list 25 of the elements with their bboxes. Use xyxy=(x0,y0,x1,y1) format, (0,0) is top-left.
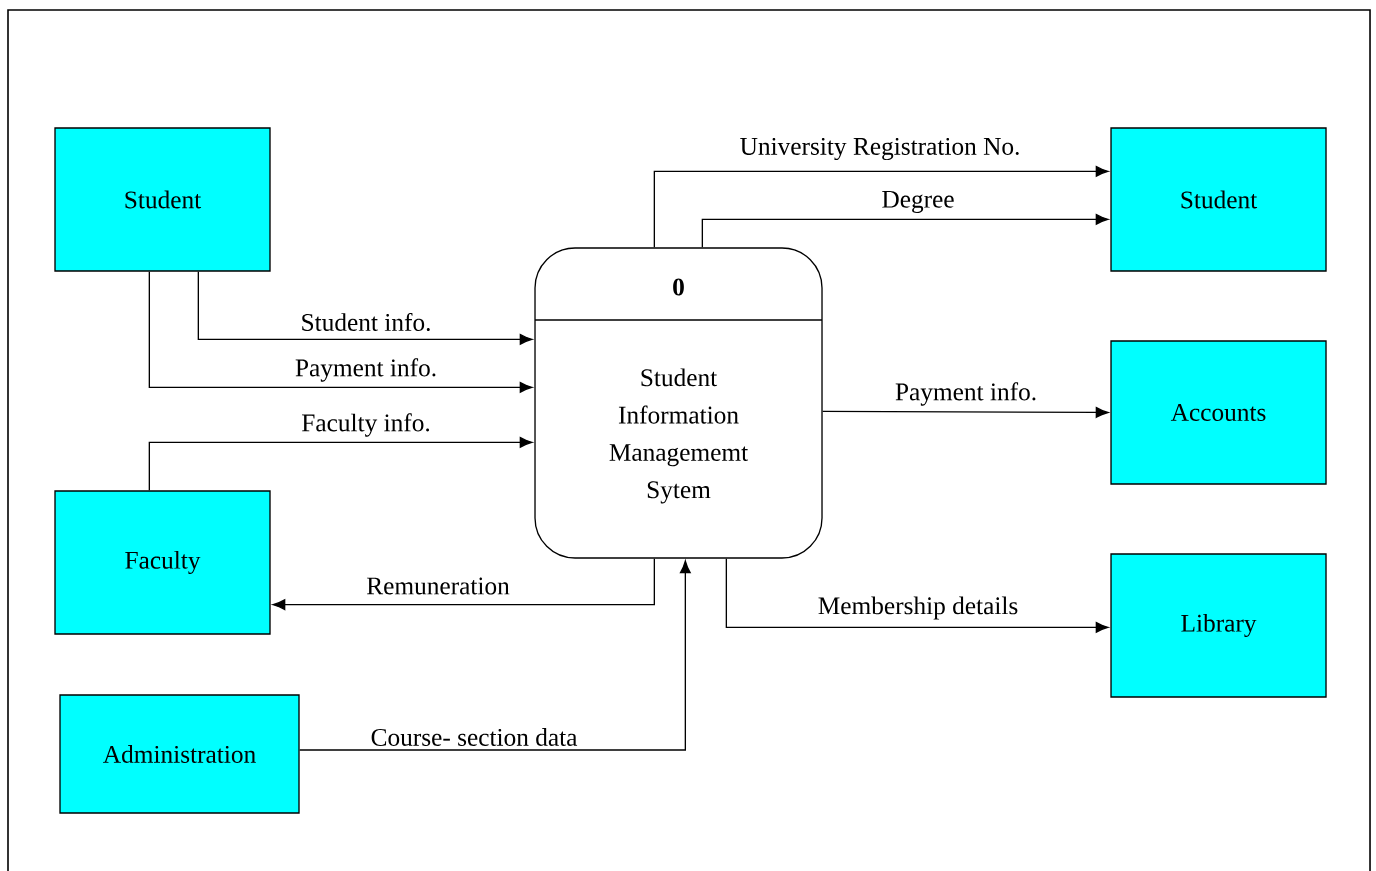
edge-label: Payment info. xyxy=(293,357,439,383)
edge-label: Student info. xyxy=(299,311,433,333)
arrow xyxy=(725,558,1109,633)
entity-box: Library xyxy=(1110,553,1327,698)
entity-box: Student xyxy=(54,127,271,272)
entity-box: Student xyxy=(1110,127,1327,272)
arrow xyxy=(653,165,1109,248)
edge-label: Remuneration xyxy=(364,576,512,596)
process-box: 0 Student Information Managememt Sytem xyxy=(534,247,823,559)
edge-label: Degree xyxy=(880,189,956,215)
entity-box: Administration xyxy=(59,694,300,814)
arrow xyxy=(148,271,533,393)
entity-box: Faculty xyxy=(54,490,271,635)
edge-label: Faculty info. xyxy=(299,412,433,438)
arrow xyxy=(148,436,533,491)
arrow xyxy=(299,560,691,751)
edge-label: Course- section data xyxy=(369,726,579,748)
edge-label: Payment info. xyxy=(893,381,1039,407)
edge-label: University Registration No. xyxy=(738,136,1022,162)
arrow xyxy=(701,213,1109,248)
arrow xyxy=(272,558,655,611)
edge-label: Membership details xyxy=(816,595,1020,621)
entity-box: Accounts xyxy=(1110,340,1327,485)
arrow xyxy=(822,407,1109,418)
arrow xyxy=(197,271,533,345)
